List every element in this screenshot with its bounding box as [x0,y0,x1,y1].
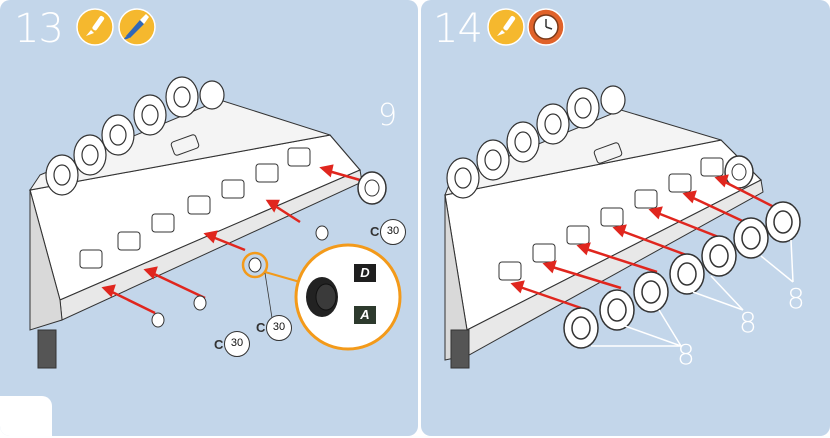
detail-tag-a: A [354,306,376,324]
clip-c-icon: C [214,337,224,352]
step-14-panel: 14 [421,0,830,436]
step-number: 13 [14,6,64,52]
clock-icon [527,8,565,46]
detail-tag-d: D [354,264,376,282]
glue-brush-icon [487,8,525,46]
part-number-label: 8 [739,306,757,339]
part-number-label: 8 [677,338,695,371]
part-number-label: 9 [378,98,398,133]
step-number: 14 [433,6,483,52]
paint-brush-icon [118,8,156,46]
hull-wheels-illustration [444,85,801,369]
step-13-panel: 13 [0,0,418,436]
clip-c-icon: C [370,224,380,239]
page-corner-tab [0,396,52,436]
quantity-badge: 30 [380,219,406,245]
quantity-badge: 30 [224,331,250,357]
clip-c-icon: C [256,320,266,335]
part-number-label: 8 [787,282,805,315]
hull-assembly-illustration [28,76,402,369]
glue-brush-icon [76,8,114,46]
quantity-badge: 30 [266,315,292,341]
